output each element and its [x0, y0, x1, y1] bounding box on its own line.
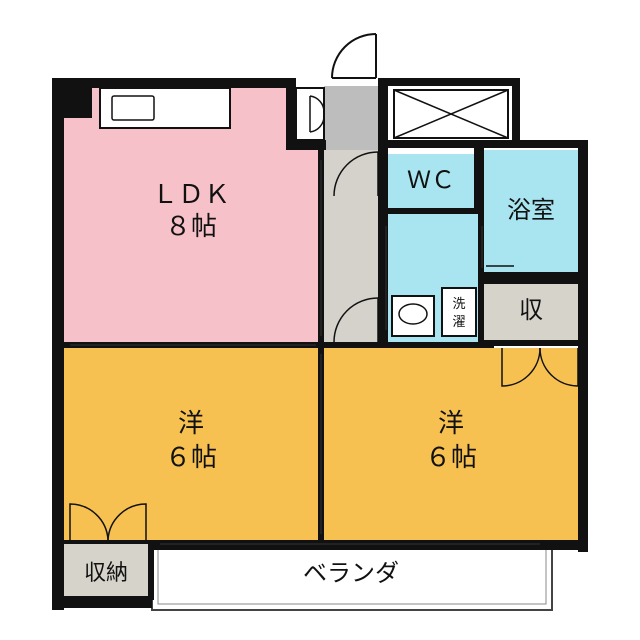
storage-room	[484, 284, 578, 340]
ldk-size: ８帖	[165, 212, 217, 242]
ldk-room	[64, 88, 318, 342]
ldk-name: ＬＤＫ	[152, 180, 230, 210]
wc-room	[388, 154, 474, 208]
washer-label-line2: 濯	[452, 315, 465, 330]
pipe-shaft	[393, 89, 509, 139]
bath-label: 浴室	[507, 196, 555, 224]
washbasin-icon	[391, 295, 435, 337]
washer-label-line1: 洗	[452, 297, 465, 312]
kitchen-counter	[99, 87, 231, 129]
sliding-doors	[70, 160, 540, 545]
western-right-size: ６帖	[425, 443, 477, 473]
shoe-cabinet	[295, 87, 325, 141]
balcony-label: ベランダ	[303, 559, 399, 587]
entrance-door	[331, 33, 377, 79]
western-left-size: ６帖	[165, 443, 217, 473]
washer-box	[441, 287, 477, 337]
storage-label: 収	[519, 296, 543, 324]
western-left-name: 洋	[178, 409, 204, 439]
bath-room	[484, 150, 578, 272]
closet-room	[64, 544, 148, 596]
closet-doors	[69, 503, 147, 541]
hallway-doors	[333, 151, 379, 343]
storage-doors	[501, 347, 579, 387]
wc-label: ＷＣ	[407, 166, 455, 194]
western-room-right	[324, 348, 578, 540]
entrance	[324, 86, 380, 150]
western-room-left	[64, 348, 318, 540]
hallway	[324, 150, 380, 348]
western-right-name: 洋	[438, 409, 464, 439]
closet-label: 収納	[84, 561, 128, 586]
